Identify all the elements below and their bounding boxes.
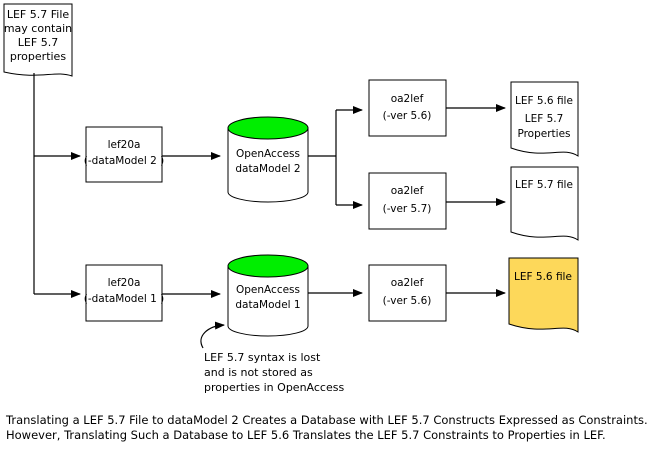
lef20a-bottom-line-1: lef20a <box>108 277 141 289</box>
lef20a-to-db-arrows <box>162 152 221 298</box>
oa2lef-top-line-2: (-ver 5.6) <box>383 110 432 122</box>
openaccess-datamodel2-database: OpenAccess dataModel 2 <box>227 116 309 203</box>
oa2lef-mid-line-1: oa2lef <box>391 185 424 197</box>
out-top-line-1: LEF 5.6 file <box>515 95 573 107</box>
oa2lef-bottom-line-1: oa2lef <box>391 277 424 289</box>
source-line-4: properties <box>10 50 66 63</box>
flow-diagram: LEF 5.7 File may contain LEF 5.7 propert… <box>3 3 579 394</box>
db-top-connectors <box>308 106 363 209</box>
lef20a-datamodel1-box: lef20a (-dataModel 1 ) <box>84 264 165 322</box>
openaccess-datamodel1-database: OpenAccess dataModel 1 <box>227 254 309 337</box>
oa2lef-bottom-line-2: (-ver 5.6) <box>383 295 432 307</box>
out-top-line-2: LEF 5.7 <box>525 113 564 125</box>
oa2lef-to-output-arrows <box>446 104 506 297</box>
output-lef56-document: LEF 5.6 file <box>508 257 579 333</box>
lef20a-top-line-2: (-dataModel 2 ) <box>84 155 165 167</box>
lef20a-bottom-line-2: (-dataModel 1 ) <box>84 293 165 305</box>
db-bottom-line-1: OpenAccess <box>236 284 300 296</box>
oa2lef-ver57-box: oa2lef (-ver 5.7) <box>368 172 447 230</box>
output-lef57-document: LEF 5.7 file <box>510 166 579 241</box>
oa2lef-ver56-top-box: oa2lef (-ver 5.6) <box>368 79 447 137</box>
out-top-line-3: Properties <box>517 128 570 140</box>
figure-caption: Translating a LEF 5.7 File to dataModel … <box>6 413 648 442</box>
oa2lef-mid-line-2: (-ver 5.7) <box>383 203 432 215</box>
source-line-2: may contain <box>4 22 72 35</box>
db-top-line-2: dataModel 2 <box>235 163 300 175</box>
note-line-2: and is not stored as <box>204 366 313 379</box>
out-mid-line-1: LEF 5.7 file <box>515 179 573 191</box>
oa2lef-top-line-1: oa2lef <box>391 93 424 105</box>
source-line-1: LEF 5.7 File <box>7 8 70 21</box>
lef20a-top-line-1: lef20a <box>108 139 141 151</box>
note-line-3: properties in OpenAccess <box>204 381 344 394</box>
out-bottom-line-1: LEF 5.6 file <box>514 271 572 283</box>
source-line-3: LEF 5.7 <box>18 36 58 49</box>
source-connectors <box>33 73 81 298</box>
lef20a-datamodel2-box: lef20a (-dataModel 2 ) <box>84 126 165 183</box>
db-bottom-line-2: dataModel 1 <box>235 299 300 311</box>
syntax-lost-note: LEF 5.7 syntax is lost and is not stored… <box>200 321 344 394</box>
output-lef56-with-properties-document: LEF 5.6 file LEF 5.7 Properties <box>510 81 579 157</box>
source-lef57-document: LEF 5.7 File may contain LEF 5.7 propert… <box>3 3 73 77</box>
db-top-line-1: OpenAccess <box>236 148 300 160</box>
oa2lef-ver56-bottom-box: oa2lef (-ver 5.6) <box>368 264 447 322</box>
note-line-1: LEF 5.7 syntax is lost <box>204 351 321 364</box>
